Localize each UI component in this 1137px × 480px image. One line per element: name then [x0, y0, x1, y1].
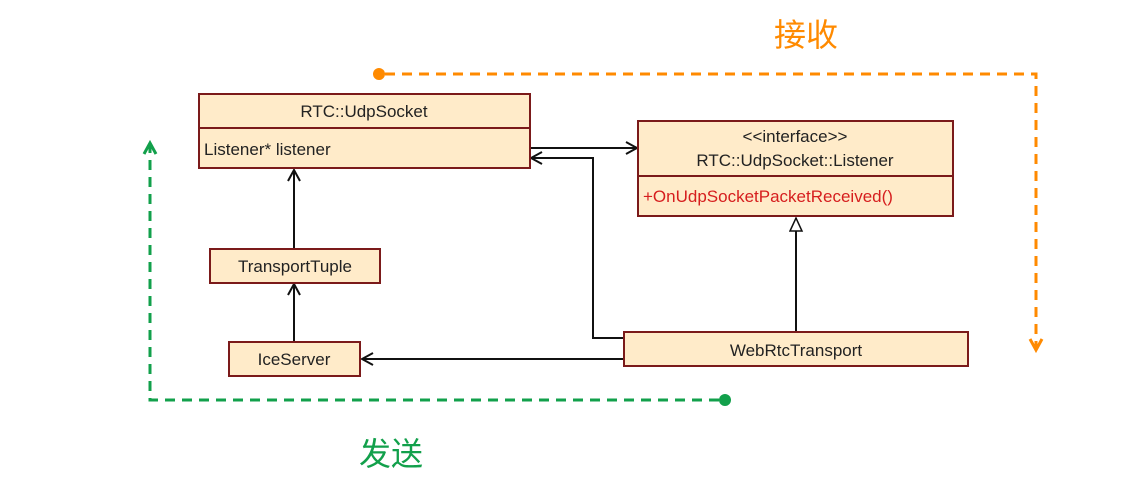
send-flow-label: 发送 — [359, 435, 423, 473]
receive-flow-path — [385, 72, 1044, 354]
class-name: TransportTuple — [238, 257, 352, 276]
interface-stereotype: <<interface>> — [743, 127, 848, 146]
class-udp-socket[interactable]: RTC::UdpSocket Listener* listener — [198, 93, 531, 169]
send-flow-path — [142, 139, 719, 402]
class-name: RTC::UdpSocket::Listener — [696, 151, 893, 170]
send-flow: 发送 — [142, 139, 731, 473]
class-name: RTC::UdpSocket — [300, 102, 428, 121]
webrtc-to-udpsocket-arrow — [531, 158, 624, 339]
class-name: IceServer — [258, 350, 331, 369]
class-method: +OnUdpSocketPacketReceived() — [643, 187, 893, 206]
class-webrtc-transport[interactable]: WebRtcTransport — [623, 331, 969, 367]
class-attribute: Listener* listener — [204, 140, 331, 159]
connectors — [294, 148, 796, 359]
send-flow-start-dot — [719, 394, 731, 406]
class-listener-interface[interactable]: <<interface>> RTC::UdpSocket::Listener +… — [637, 120, 954, 217]
class-ice-server[interactable]: IceServer — [228, 341, 361, 377]
receive-flow-label: 接收 — [774, 16, 838, 54]
receive-flow-start-dot — [373, 68, 385, 80]
receive-flow: 接收 — [373, 16, 1044, 354]
class-name: WebRtcTransport — [730, 341, 863, 360]
class-transport-tuple[interactable]: TransportTuple — [209, 248, 381, 284]
